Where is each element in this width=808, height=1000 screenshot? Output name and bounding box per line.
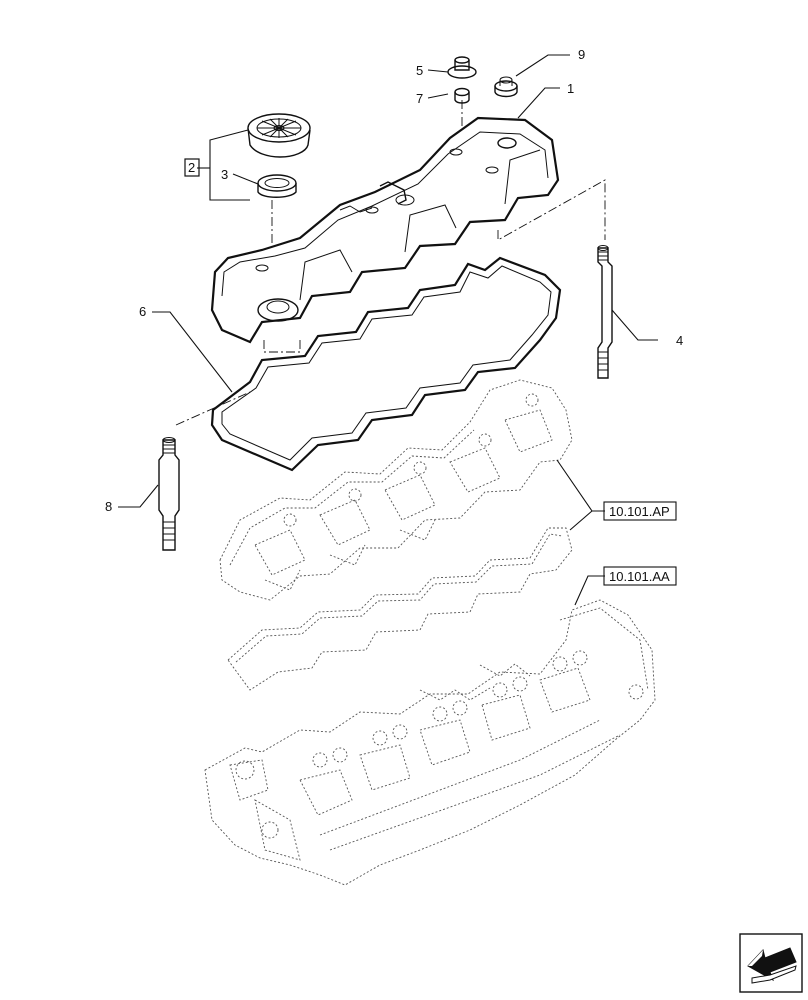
callout-8[interactable]: 8 <box>105 499 112 514</box>
oil-filler-cap <box>247 113 311 158</box>
arrow-left-icon[interactable] <box>739 933 803 993</box>
reference-label-ap: 10.101.AP <box>609 504 670 519</box>
cover-screw <box>447 56 477 79</box>
cylinder-head-reference <box>204 599 656 886</box>
callout-labels: 1 2 3 4 5 6 7 8 9 <box>105 47 683 514</box>
reference-10-101-ap[interactable]: 10.101.AP <box>603 501 677 521</box>
valve-cover-gasket <box>210 256 562 472</box>
reference-10-101-aa[interactable]: 10.101.AA <box>603 566 677 586</box>
callout-6[interactable]: 6 <box>139 304 146 319</box>
cover-plug <box>494 76 518 98</box>
callout-2[interactable]: 2 <box>188 160 195 175</box>
head-gasket-reference <box>227 527 573 691</box>
rocker-housing-reference <box>219 379 573 601</box>
leader-lines <box>118 54 658 606</box>
callout-5[interactable]: 5 <box>416 63 423 78</box>
valve-cover <box>210 116 560 344</box>
callout-4[interactable]: 4 <box>676 333 683 348</box>
filler-cap-seal <box>257 174 297 198</box>
reference-label-aa: 10.101.AA <box>609 569 670 584</box>
stud-right <box>597 245 613 379</box>
callout-3[interactable]: 3 <box>221 167 228 182</box>
callout-2-box <box>184 158 200 177</box>
sealing-washer <box>454 87 470 104</box>
callout-1[interactable]: 1 <box>567 81 574 96</box>
callout-7[interactable]: 7 <box>416 91 423 106</box>
callout-9[interactable]: 9 <box>578 47 585 62</box>
stud-left <box>158 437 180 551</box>
